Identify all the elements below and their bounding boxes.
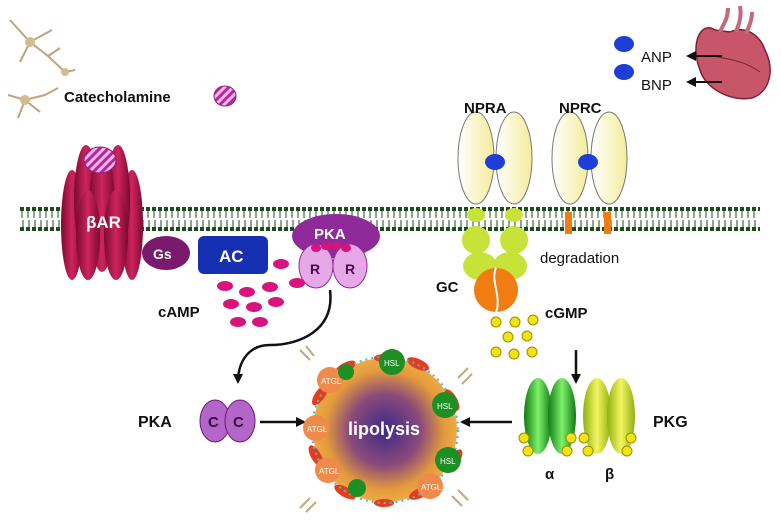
enzyme-atgl: ATGL xyxy=(303,415,329,441)
gs-label: Gs xyxy=(153,246,172,262)
enzyme-atgl: ATGL xyxy=(317,367,343,393)
pkg-kinase xyxy=(518,378,637,457)
pka-activation-arrow xyxy=(233,289,332,384)
pkg-alpha-label: α xyxy=(545,466,555,483)
bnp-molecule-icon xyxy=(614,64,634,80)
catecholamine-label: Catecholamine xyxy=(64,89,171,106)
enzyme-label: ATGL xyxy=(421,483,442,492)
anp-molecule-icon xyxy=(614,36,634,52)
pkg-beta-label: β xyxy=(605,466,614,483)
perilipin-strands xyxy=(299,345,473,513)
enzyme-atgl: ATGL xyxy=(417,473,443,499)
guanylyl-cyclase-domain xyxy=(462,208,528,313)
enzyme-label: HSL xyxy=(384,359,400,368)
pka-c1-label: C xyxy=(208,414,219,431)
enzyme-label: ATGL xyxy=(319,467,340,476)
cgmp-label: cGMP xyxy=(545,305,588,322)
npra-label: NPRA xyxy=(464,100,507,117)
enzyme-atgl: ATGL xyxy=(315,457,341,483)
nprc-label: NPRC xyxy=(559,100,602,117)
pkg-label: PKG xyxy=(653,414,688,431)
enzyme-label: HSL xyxy=(437,402,453,411)
ac-label: AC xyxy=(219,247,244,266)
catecholamine-molecule-icon xyxy=(213,85,237,107)
pka-top-label: PKA xyxy=(314,226,346,243)
lipase-enzymes: ATGL HSL ATGL HSL ATGL HSL ATGL xyxy=(303,349,461,499)
pka-c2-label: C xyxy=(233,414,244,431)
cgmp-molecules xyxy=(490,314,539,360)
enzyme-label: ATGL xyxy=(307,425,328,434)
pka-r1-label: R xyxy=(310,261,320,277)
neuron-illustration xyxy=(7,19,76,119)
enzyme-hsl: HSL xyxy=(435,447,461,473)
nprc-receptor xyxy=(551,111,628,234)
cell-membrane xyxy=(20,207,760,231)
enzyme-label: HSL xyxy=(440,457,456,466)
enzyme-hsl: HSL xyxy=(379,349,405,375)
gs-protein xyxy=(142,236,190,270)
camp-label: cAMP xyxy=(158,304,200,321)
anp-label: ANP xyxy=(641,49,672,66)
camp-molecules xyxy=(217,259,305,327)
adenylyl-cyclase xyxy=(198,236,268,274)
enzyme-label: ATGL xyxy=(321,377,342,386)
beta-adrenergic-receptor xyxy=(61,145,143,280)
pka-holoenzyme xyxy=(292,214,380,289)
bnp-label: BNP xyxy=(641,77,672,94)
gc-label: GC xyxy=(436,279,459,296)
pka-label: PKA xyxy=(138,414,172,431)
beta-ar-label: βAR xyxy=(86,213,121,232)
degradation-label: degradation xyxy=(540,250,619,267)
npra-receptor xyxy=(457,111,533,205)
heart-icon xyxy=(695,5,771,100)
pka-r2-label: R xyxy=(345,261,355,277)
enzyme-hsl: HSL xyxy=(432,392,458,418)
lipolysis-label: lipolysis xyxy=(348,419,420,439)
pka-catalytic-subunits xyxy=(199,399,256,443)
